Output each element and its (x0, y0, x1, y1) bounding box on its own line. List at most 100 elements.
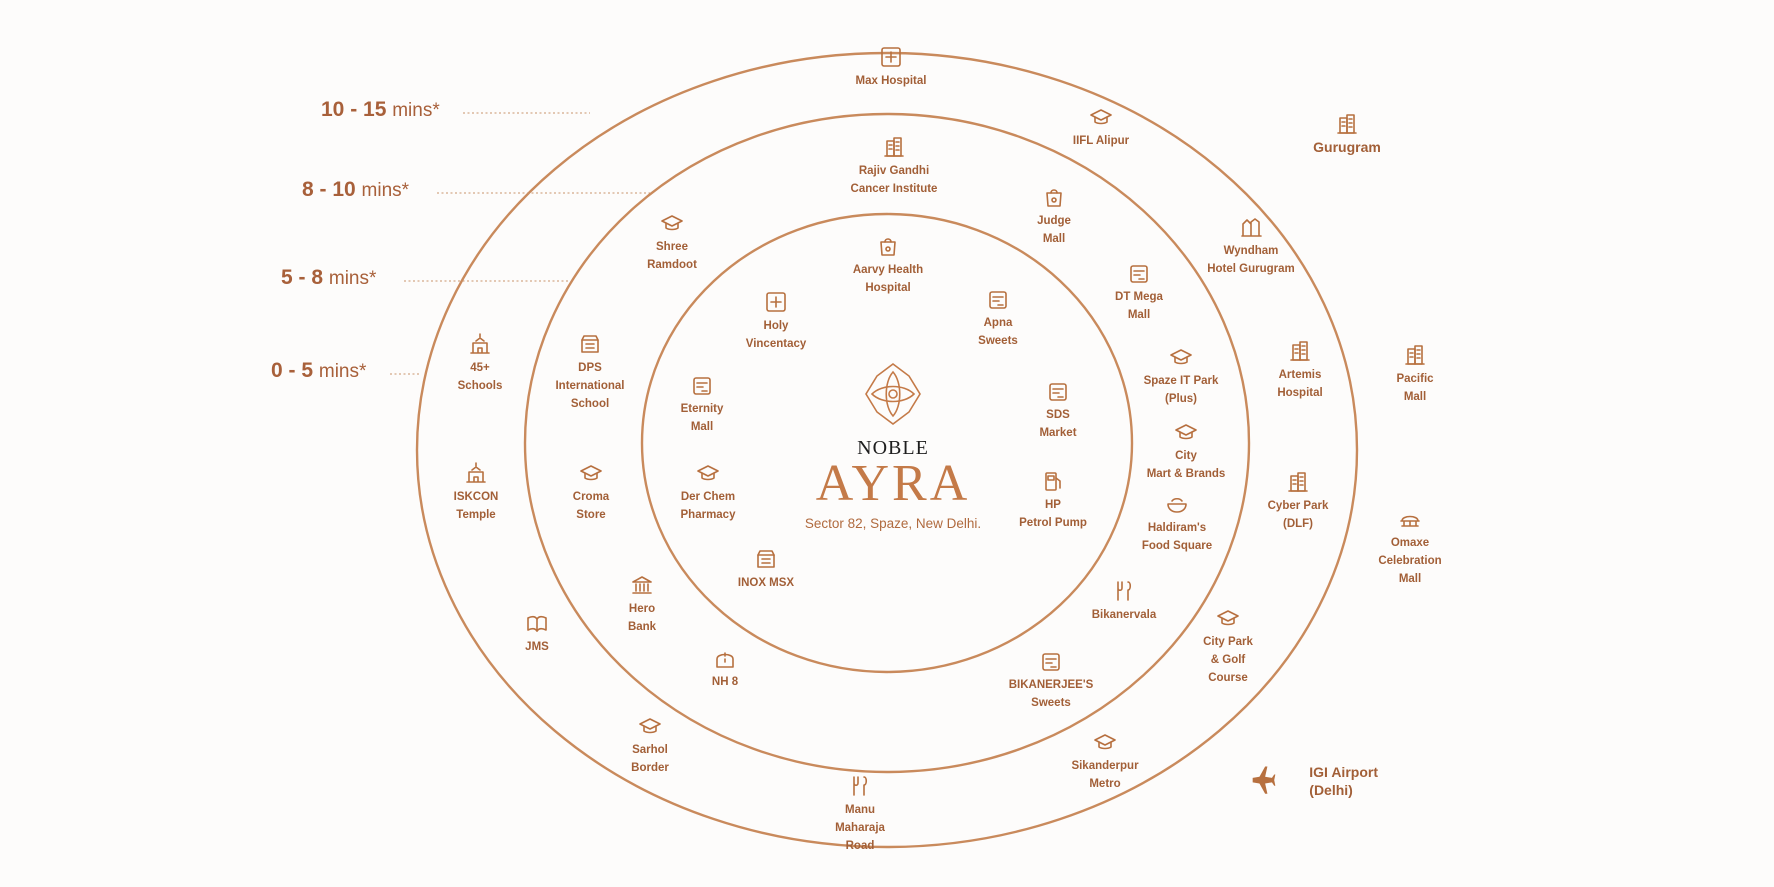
place-label: NH 8 (711, 676, 739, 688)
place-8: DT Mega Mall (1074, 262, 1204, 323)
place-label: Apna Sweets (978, 317, 1018, 347)
market-icon (1049, 383, 1067, 401)
place-label: JMS (525, 641, 549, 653)
band-value: 5 - 8 (281, 266, 324, 289)
place-10: Holy Vincentacy (711, 291, 841, 352)
place-24: Cyber Park (DLF) (1233, 471, 1363, 532)
place-16: Eternity Mall (637, 374, 767, 435)
brand-name: NOBLE (857, 437, 929, 459)
book-icon (527, 615, 547, 632)
school-icon (581, 335, 599, 353)
cinema-icon (757, 550, 775, 568)
place-label: City Mart & Brands (1146, 450, 1226, 480)
band-0-5: 0 - 5 mins* (271, 359, 366, 383)
ring-8-10 (523, 112, 1251, 774)
project-name: AYRA (815, 455, 971, 512)
place-36: Manu Maharaja Road (795, 775, 925, 854)
project-address: Sector 82, Spaze, New Delhi. (804, 516, 982, 531)
graduation-cap-icon (697, 465, 719, 481)
band-unit: mins* (361, 180, 410, 201)
hospital-cross-icon (766, 292, 786, 312)
place-label: Omaxe Celebration Mall (1378, 537, 1442, 585)
place-label: IGI Airport (Delhi) (1309, 763, 1378, 798)
place-7: Aarvy Health Hospital (823, 235, 953, 296)
graduation-cap-icon (1090, 109, 1112, 125)
place-label: Eternity Mall (680, 403, 724, 433)
graduation-cap-icon (1170, 349, 1192, 365)
place-19: ISKCON Temple (411, 462, 541, 523)
shopping-bag-icon (1046, 189, 1062, 207)
place-34: Sikanderpur Metro (1040, 731, 1170, 792)
hospital-cross-icon (881, 47, 901, 67)
place-label: Cyber Park (DLF) (1267, 500, 1329, 530)
place-label: Croma Store (572, 491, 610, 521)
place-30: City Park & Golf Course (1163, 607, 1293, 686)
place-6: Shree Ramdoot (607, 212, 737, 273)
mall-building-icon (1405, 345, 1425, 365)
place-22: HP Petrol Pump (988, 470, 1118, 531)
place-label: Hero Bank (627, 603, 657, 633)
mall-dome-icon (1400, 515, 1420, 527)
place-18: City Mart & Brands (1121, 421, 1251, 482)
place-13: Pacific Mall (1350, 344, 1480, 405)
hospital-building-icon (1290, 341, 1310, 361)
band-8-10: 8 - 10 mins* (302, 178, 409, 202)
place-4: Judge Mall (989, 186, 1119, 247)
place-5: Wyndham Hotel Gurugram (1186, 216, 1316, 277)
ring-10-15 (415, 51, 1359, 849)
graduation-cap-icon (1217, 610, 1239, 626)
place-label: INOX MSX (737, 577, 795, 589)
restaurant-icon (1117, 581, 1132, 601)
band-value: 0 - 5 (271, 359, 314, 382)
health-bag-icon (880, 238, 896, 256)
place-14: 45+ Schools (415, 333, 545, 394)
hotel-icon (1241, 218, 1262, 237)
place-11: Spaze IT Park (Plus) (1116, 346, 1246, 407)
city-buildings-icon (1337, 114, 1357, 134)
place-label: BIKANERJEE'S Sweets (1008, 679, 1094, 709)
place-label: Holy Vincentacy (745, 320, 807, 350)
place-3: Rajiv Gandhi Cancer Institute (829, 136, 959, 197)
fuel-pump-icon (1045, 472, 1061, 491)
temple-school-icon (470, 333, 490, 354)
place-label: IIFL Alipur (1072, 135, 1130, 147)
place-label: Judge Mall (1037, 215, 1071, 245)
airplane-icon (1252, 766, 1275, 794)
graduation-cap-icon (1094, 734, 1116, 750)
place-label: DPS International School (555, 362, 625, 410)
place-label: Bikanervala (1091, 609, 1157, 621)
mall-icon (1130, 265, 1148, 283)
place-label: Sarhol Border (631, 744, 669, 774)
place-1: IIFL Alipur (1036, 106, 1166, 149)
place-label: ISKCON Temple (453, 491, 499, 521)
place-label: Pacific Mall (1396, 373, 1434, 403)
place-0: Max Hospital (826, 46, 956, 89)
place-label: 45+ Schools (457, 362, 503, 392)
band-value: 8 - 10 (302, 178, 356, 201)
place-32: BIKANERJEE'S Sweets (986, 650, 1116, 711)
office-building-icon (1288, 472, 1308, 492)
place-9: Apna Sweets (933, 288, 1063, 349)
place-15: DPS International School (525, 333, 655, 412)
place-label: Haldiram's Food Square (1141, 522, 1213, 552)
lotus-emblem-icon (865, 363, 921, 425)
place-label: Aarvy Health Hospital (852, 264, 924, 294)
graduation-cap-icon (639, 718, 661, 734)
graduation-cap-icon (580, 465, 602, 481)
bank-icon (632, 576, 652, 594)
band-10-15: 10 - 15 mins* (321, 98, 440, 122)
band-unit: mins* (318, 361, 367, 382)
road-icon (853, 776, 868, 796)
project-logo: NOBLE AYRA Sector 82, Spaze, New Delhi. (763, 362, 1023, 531)
place-35: IGI Airport (Delhi) (1228, 762, 1378, 799)
place-label: Rajiv Gandhi Cancer Institute (850, 165, 938, 195)
place-29: JMS (472, 612, 602, 655)
sweets-box-icon (1042, 653, 1060, 671)
place-12: Artemis Hospital (1235, 340, 1365, 401)
place-21: Der Chem Pharmacy (643, 462, 773, 523)
place-label: Wyndham Hotel Gurugram (1207, 245, 1295, 275)
place-label: Shree Ramdoot (647, 241, 697, 271)
food-bowl-icon (1167, 497, 1187, 513)
place-31: NH 8 (660, 647, 790, 690)
